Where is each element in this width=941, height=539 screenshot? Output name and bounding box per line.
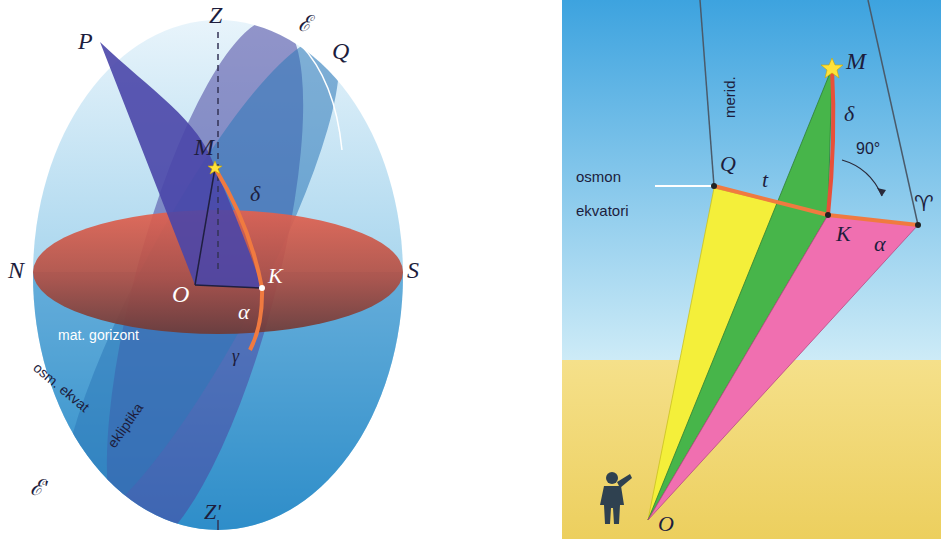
point-label: K [836, 222, 851, 246]
arrow-head [877, 188, 886, 196]
point-label: K [268, 264, 283, 288]
point-label: M [194, 134, 214, 160]
star [821, 58, 843, 78]
equator-line [655, 185, 714, 187]
observer-scene [562, 0, 941, 539]
point-label: merid. [722, 76, 739, 118]
point-label: ℰ' [30, 476, 48, 500]
point-label: S [407, 257, 419, 283]
hour-angle-arc [714, 186, 828, 215]
zenith-line [217, 32, 219, 270]
point-label: ekliptika [105, 401, 147, 451]
star [208, 161, 222, 174]
right-angle-arc [842, 160, 882, 196]
point-label: osm. ekvat [30, 360, 92, 415]
point-label: osmon ekvatori [576, 160, 648, 228]
point [259, 285, 265, 291]
declination-arc [828, 68, 833, 215]
point-label: N [8, 257, 24, 283]
point-label: α [238, 300, 250, 324]
observer-figure [600, 472, 632, 524]
point-label: P [78, 28, 93, 54]
hour-circle-line [868, 0, 918, 225]
celestial-sphere [20, 1, 420, 539]
point-label: Z' [204, 500, 221, 524]
point-label: t [762, 168, 768, 192]
point-label: Q [332, 38, 349, 64]
point [915, 222, 921, 228]
right-ascension-arc [250, 288, 262, 350]
point-label: O [172, 281, 189, 307]
radius-line [195, 168, 215, 285]
point [825, 212, 831, 218]
meridian-line [700, 0, 714, 186]
point-label: ℰ [298, 12, 311, 36]
point-label: δ [844, 102, 854, 126]
hour-circle-plane [100, 42, 262, 288]
point-label: mat. gorizont [58, 328, 139, 343]
declination-arc [215, 168, 262, 288]
point-label: δ [250, 182, 260, 206]
radius-line [195, 285, 262, 288]
pink-triangle [648, 215, 918, 520]
point-label: ♈ [914, 192, 934, 216]
point-label: 90° [856, 140, 880, 158]
point-label: M [846, 48, 866, 74]
point-label: Z [209, 2, 222, 28]
point-label: Q [720, 152, 736, 176]
point-label: α [874, 232, 886, 256]
point-label: O [658, 512, 674, 536]
point-label: γ [232, 347, 239, 367]
point [711, 183, 717, 189]
